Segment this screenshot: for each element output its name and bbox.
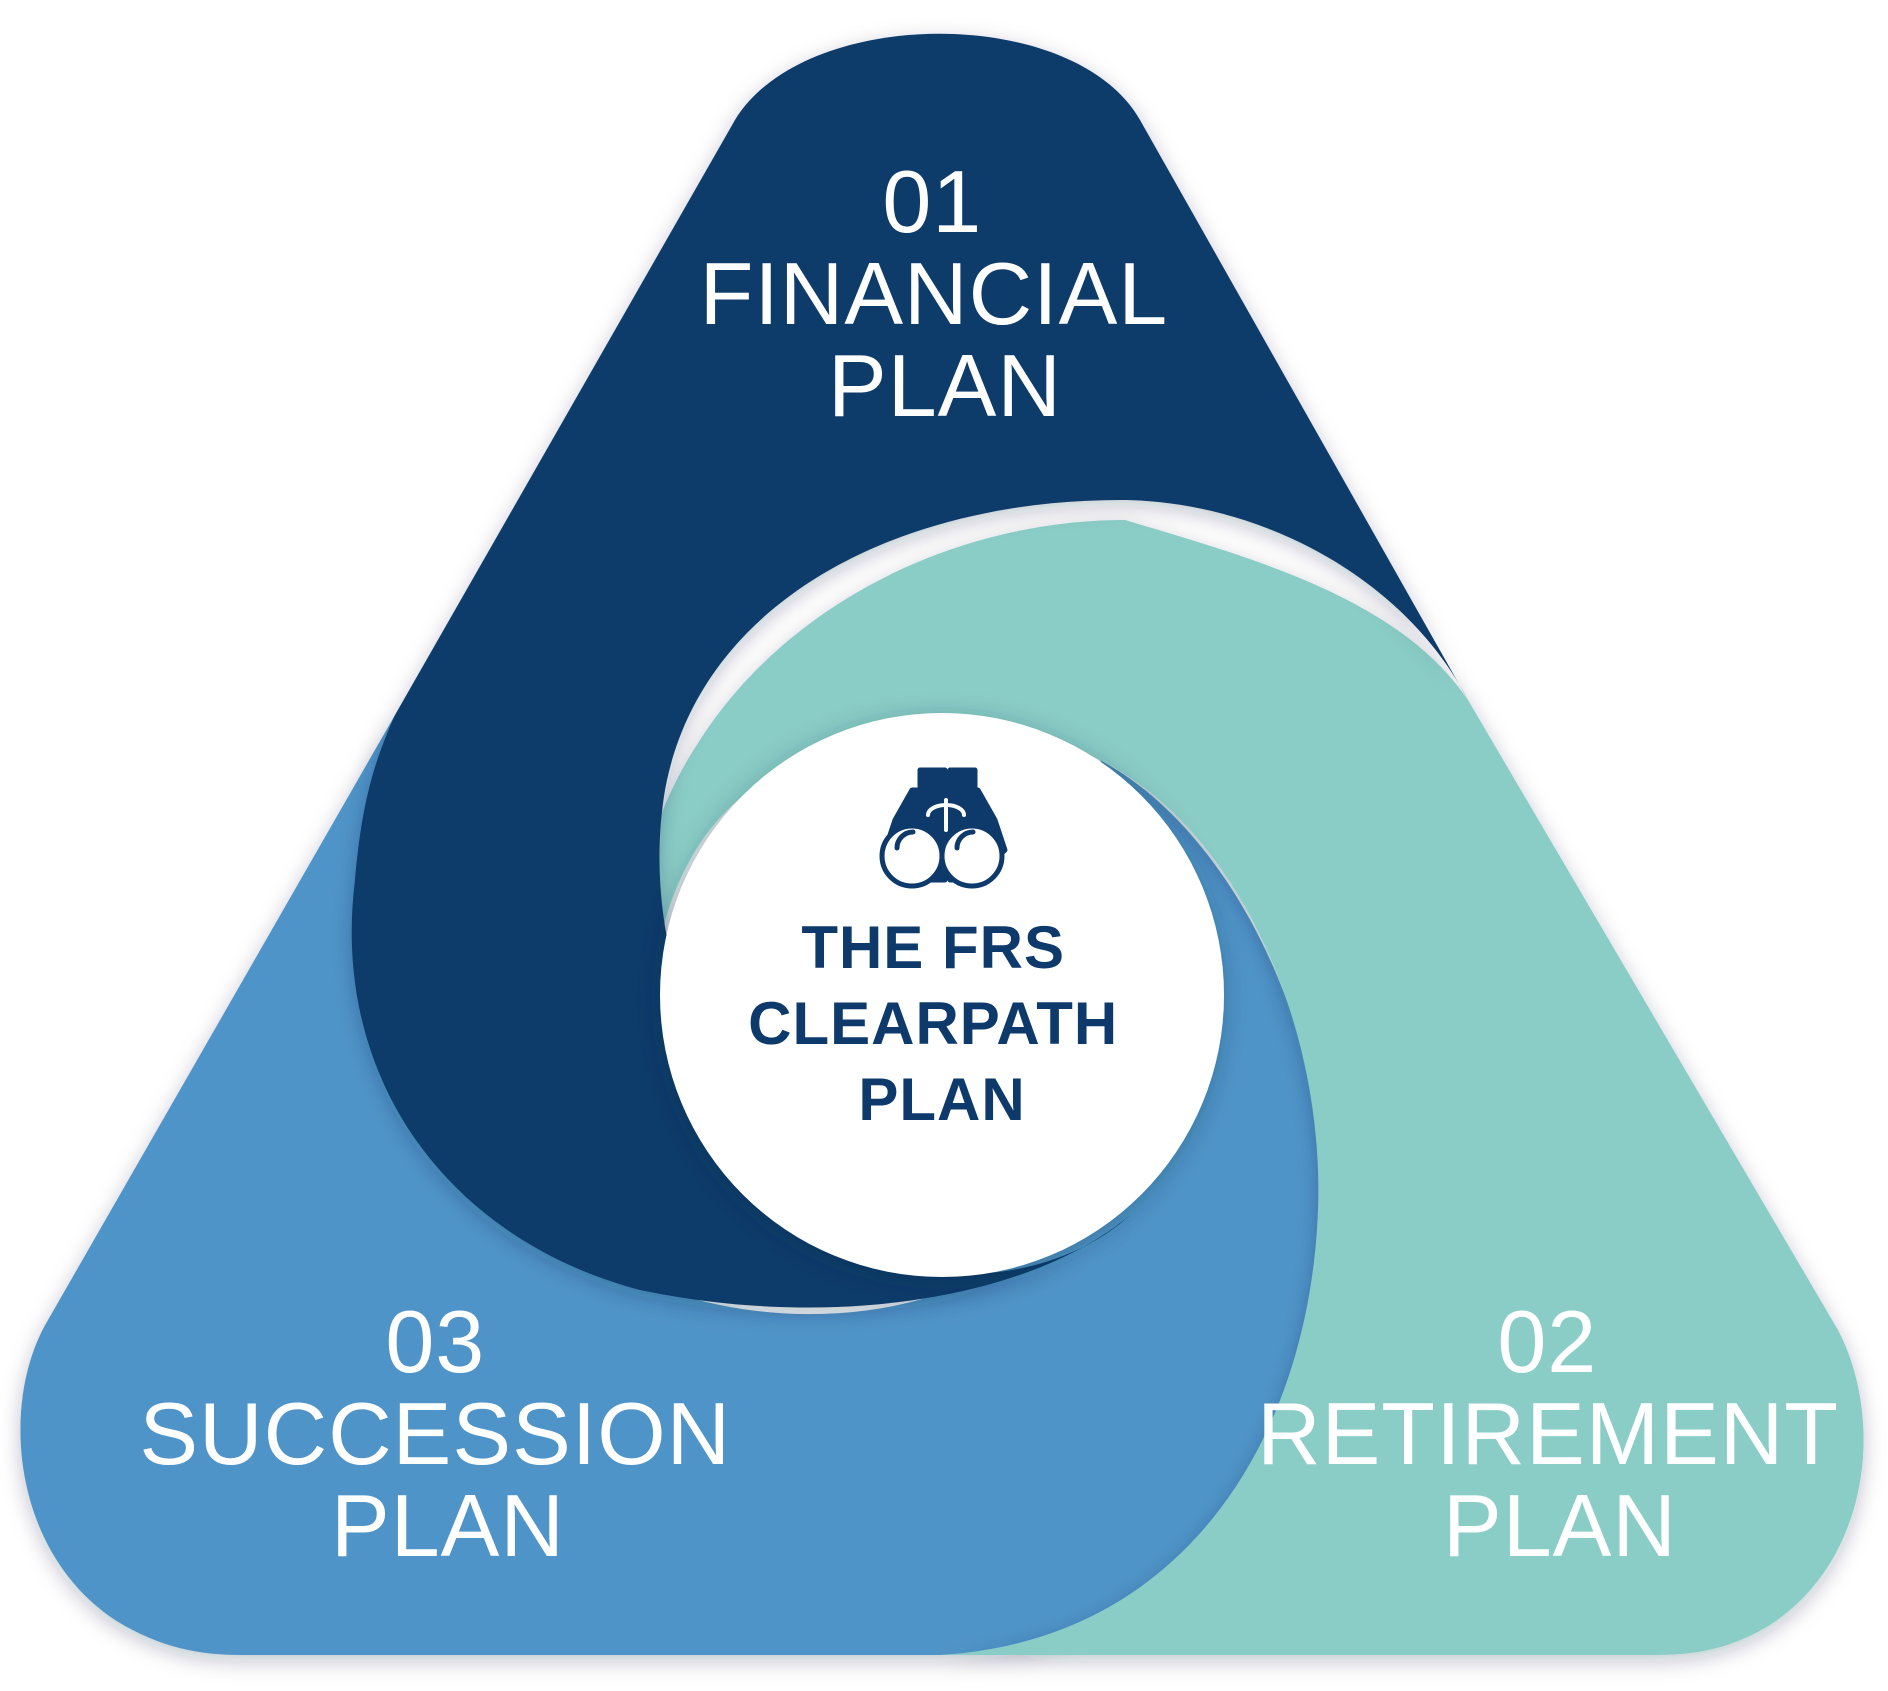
succession-number: 03 <box>385 1292 485 1391</box>
center-line-3: PLAN <box>858 1066 1025 1133</box>
financial-subtitle: PLAN <box>828 336 1062 435</box>
retirement-subtitle: PLAN <box>1443 1476 1677 1575</box>
succession-segment <box>20 715 1326 1655</box>
center-line-2: CLEARPATH <box>748 990 1118 1057</box>
succession-label: 03 SUCCESSION PLAN <box>139 1292 756 1575</box>
center-circle <box>660 713 1224 1277</box>
retirement-segment <box>637 520 1864 1655</box>
retirement-label: 02 RETIREMENT PLAN <box>1257 1292 1863 1575</box>
retirement-title: RETIREMENT <box>1257 1384 1837 1483</box>
binoculars-icon <box>879 767 1008 889</box>
financial-label: 01 FINANCIAL PLAN <box>700 152 1191 435</box>
succession-subtitle: PLAN <box>331 1476 565 1575</box>
retirement-number: 02 <box>1497 1292 1597 1391</box>
financial-number: 01 <box>882 152 982 251</box>
center-line-1: THE FRS <box>801 914 1065 981</box>
financial-segment <box>351 33 1468 1308</box>
center-label: THE FRS CLEARPATH PLAN <box>748 914 1136 1133</box>
succession-title: SUCCESSION <box>139 1384 731 1483</box>
financial-title: FINANCIAL <box>700 244 1166 343</box>
